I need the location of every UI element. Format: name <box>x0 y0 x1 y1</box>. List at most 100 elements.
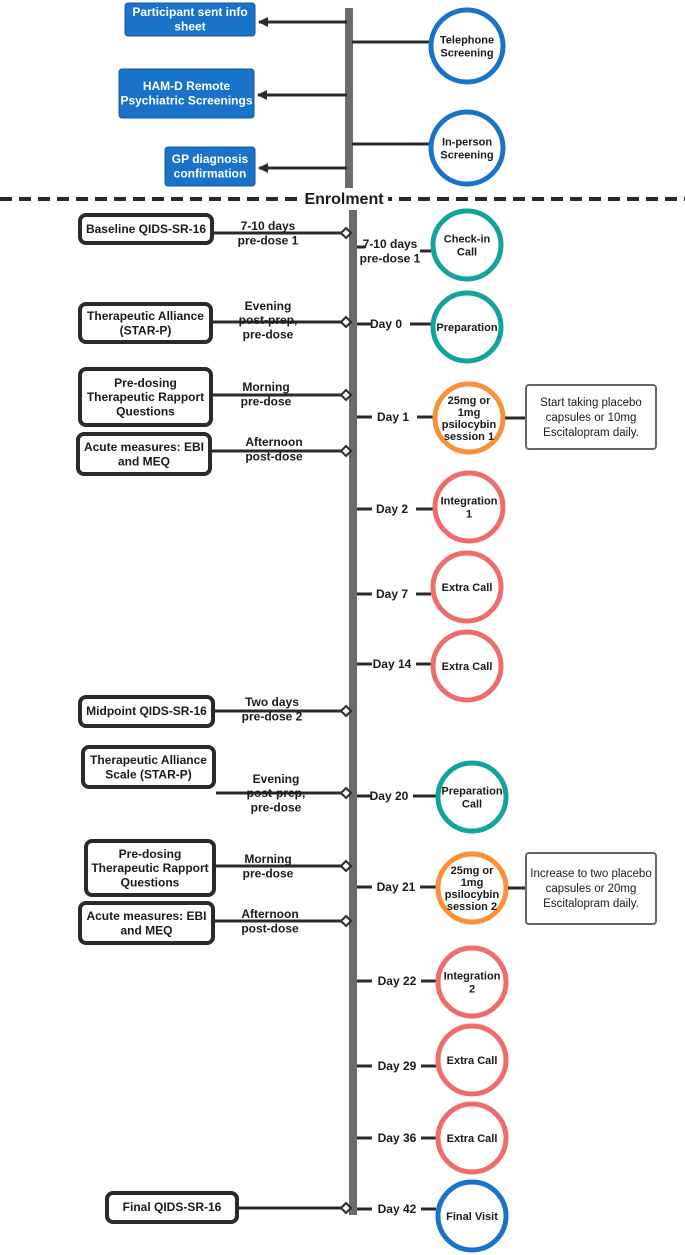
visit-circle <box>435 1023 509 1097</box>
visit-circle <box>435 1101 509 1175</box>
enrolment-label-bg <box>300 188 388 210</box>
note-label: Start taking placebo <box>540 397 642 409</box>
visit-label: Preparation <box>441 785 502 797</box>
measure-box <box>84 839 216 897</box>
measure-label: Acute measures: EBI <box>84 440 204 454</box>
measure-box <box>76 432 212 476</box>
measure-junction <box>339 786 353 800</box>
measure-junction <box>339 859 353 873</box>
visit-label: Extra Call <box>442 582 493 594</box>
visit-day: Day 22 <box>378 974 417 988</box>
measure-label: and MEQ <box>120 923 172 937</box>
measure-timing: Two days <box>245 695 299 709</box>
visit-label: Extra Call <box>447 1133 498 1145</box>
measure-label: Questions <box>116 404 175 418</box>
screening-box-label: GP diagnosis <box>172 152 249 166</box>
note-label: Escitalopram daily. <box>543 427 639 439</box>
visit-label: Call <box>462 798 482 810</box>
visit-label: Call <box>457 246 477 258</box>
visit-day: Day 21 <box>377 880 416 894</box>
measure-box <box>78 213 214 245</box>
visit-day: Day 42 <box>378 1202 417 1216</box>
screening-box-label: Participant sent info <box>132 5 247 19</box>
measure-junction <box>339 914 353 928</box>
visit-circle <box>430 629 504 703</box>
screening-box <box>124 2 256 37</box>
visit-day: Day 1 <box>377 410 409 424</box>
visit-label: 1mg <box>461 877 484 889</box>
note-box <box>525 384 657 450</box>
measure-label: Questions <box>121 875 180 889</box>
visit-label: Integration <box>441 495 498 507</box>
measure-label: Final QIDS-SR-16 <box>123 1200 222 1214</box>
visit-day: Day 2 <box>376 502 408 516</box>
screening-box-label: confirmation <box>174 166 247 180</box>
visit-label: Extra Call <box>447 1055 498 1067</box>
measure-label: Pre-dosing <box>119 847 182 861</box>
measure-label: Therapeutic Rapport <box>87 390 204 404</box>
screening-circle-label: Screening <box>440 47 493 59</box>
screening-spine <box>345 8 353 193</box>
enrolment-label: Enrolment <box>304 191 384 208</box>
visit-circle <box>432 470 506 544</box>
visit-circle <box>432 381 506 455</box>
visit-day: Day 20 <box>370 789 409 803</box>
visit-day: Day 7 <box>376 587 408 601</box>
measure-junction <box>339 226 353 240</box>
measure-timing: pre-dose <box>243 866 294 880</box>
measure-junction <box>339 1201 353 1215</box>
measure-junction <box>339 388 353 402</box>
measure-timing: pre-dose <box>243 327 294 341</box>
visit-circle <box>430 208 504 282</box>
measure-timing: post-prep, <box>239 313 298 327</box>
visit-day: Day 0 <box>370 317 402 331</box>
visit-day: Day 14 <box>373 657 412 671</box>
measure-timing: post-dose <box>245 449 303 463</box>
measure-box <box>78 695 215 728</box>
measure-box <box>105 1191 239 1224</box>
note-label: capsules or 20mg <box>546 883 637 895</box>
visit-label: Extra Call <box>442 661 493 673</box>
visit-day: 7-10 days <box>363 237 418 251</box>
visit-label: 1 <box>466 508 472 520</box>
screening-box-label: sheet <box>174 19 205 33</box>
measure-box <box>78 302 213 344</box>
visit-label: Final Visit <box>446 1211 498 1223</box>
visit-circle <box>435 945 509 1019</box>
visit-label: 2 <box>469 983 475 995</box>
visit-label: session 1 <box>444 431 494 443</box>
measure-label: Acute measures: EBI <box>86 909 206 923</box>
screening-box-label: Psychiatric Screenings <box>120 93 252 107</box>
measure-label: Therapeutic Alliance <box>90 753 207 767</box>
visit-label: 1mg <box>458 407 481 419</box>
note-label: capsules or 10mg <box>546 412 637 424</box>
visit-label: psilocybin <box>442 419 497 431</box>
measure-timing: post-prep, <box>247 786 306 800</box>
measure-label: and MEQ <box>118 454 170 468</box>
measure-box <box>78 367 213 427</box>
visit-circle <box>435 1179 509 1253</box>
measure-label: Midpoint QIDS-SR-16 <box>86 704 207 718</box>
visit-label: psilocybin <box>445 889 500 901</box>
measure-timing: pre-dose <box>241 394 292 408</box>
screening-circle-label: In-person <box>442 136 492 148</box>
measure-label: Therapeutic Alliance <box>87 309 204 323</box>
visit-day: Day 36 <box>378 1131 417 1145</box>
note-box <box>525 852 657 925</box>
note-label: Increase to two placebo <box>530 868 651 880</box>
screening-box <box>118 68 255 119</box>
measure-junction <box>339 704 353 718</box>
screening-circle-label: Telephone <box>440 34 494 46</box>
measure-timing: Afternoon <box>245 435 302 449</box>
measure-junction <box>339 444 353 458</box>
measure-label: (STAR-P) <box>120 323 172 337</box>
screening-box <box>164 146 256 187</box>
measure-timing: Evening <box>253 772 300 786</box>
note-label: Escitalopram daily. <box>543 898 639 910</box>
screening-box-label: HAM-D Remote <box>143 79 231 93</box>
measure-label: Therapeutic Rapport <box>91 861 208 875</box>
measure-timing: pre-dose <box>251 800 302 814</box>
visit-day: Day 29 <box>378 1059 417 1073</box>
visit-circle <box>430 290 504 364</box>
